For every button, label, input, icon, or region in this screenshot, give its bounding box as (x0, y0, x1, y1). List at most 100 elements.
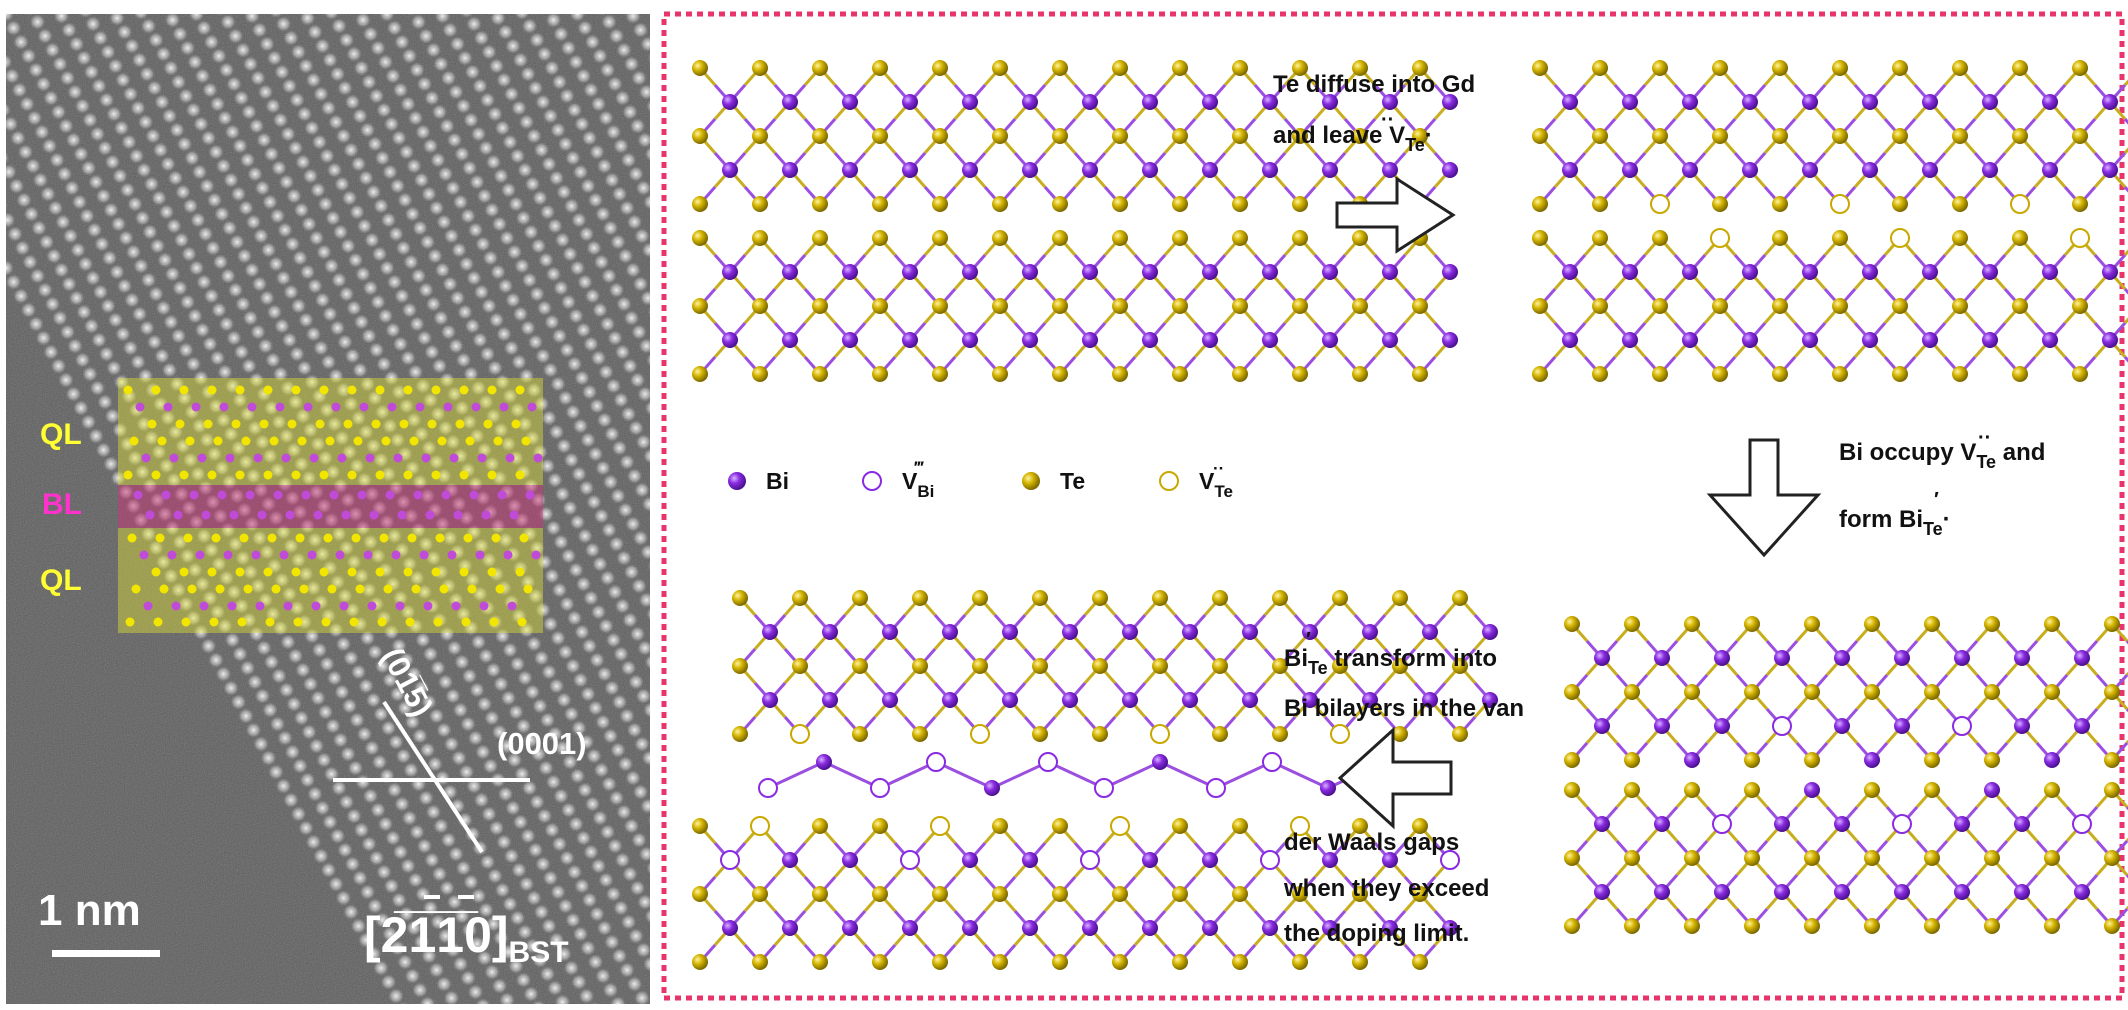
tem-te-atom (403, 470, 413, 480)
te-atom (1624, 684, 1640, 700)
tem-bi-atom (499, 402, 509, 412)
tem-te-atom (155, 533, 165, 543)
tem-te-atom (515, 567, 525, 577)
bi-atom (842, 332, 858, 348)
bi-atom (1834, 650, 1850, 666)
te-atom (1924, 684, 1940, 700)
te-vacancy (1830, 194, 1850, 214)
tem-bi-atom (503, 550, 513, 560)
bilayer-bond (1047, 760, 1105, 790)
bi-atom (1894, 884, 1910, 900)
step3-text-line2: Bi bilayers in the van (1284, 695, 1524, 722)
bi-atom (2042, 332, 2058, 348)
bi-atom (842, 920, 858, 936)
bi-atom (722, 264, 738, 280)
te-atom (932, 954, 948, 970)
te-atom (812, 366, 828, 382)
scale-bar-label: 1 nm (38, 886, 141, 935)
bi-atom (842, 162, 858, 178)
te-atom (1564, 782, 1580, 798)
tem-te-atom (237, 617, 247, 627)
bilayer-bond (879, 760, 937, 790)
bi-atom (1262, 920, 1278, 936)
te-atom (992, 886, 1008, 902)
te-atom (1924, 850, 1940, 866)
tem-te-atom (377, 617, 387, 627)
te-atom (2072, 60, 2088, 76)
bi-vacancy (900, 850, 920, 870)
te-atom (1532, 298, 1548, 314)
lattice-spot (451, 1004, 467, 1010)
tem-te-atom (151, 567, 161, 577)
tem-bi-atom (479, 601, 489, 611)
lattice-spot (24, 14, 36, 16)
te-atom (1712, 298, 1728, 314)
tem-overlay-atoms (123, 385, 543, 627)
tem-te-atom (211, 533, 221, 543)
te-atom (1172, 60, 1188, 76)
te-atom (692, 128, 708, 144)
tem-te-atom (351, 533, 361, 543)
legend-v-bi-label: VBi (902, 468, 934, 501)
bi-atom (1142, 162, 1158, 178)
bi-atom (1142, 94, 1158, 110)
te-atom (1112, 60, 1128, 76)
bi-atom (1322, 264, 1338, 280)
te-atom (932, 196, 948, 212)
bi-atom (1442, 264, 1458, 280)
bi-atom (1182, 624, 1198, 640)
tem-te-atom (299, 584, 309, 594)
tem-te-atom (127, 533, 137, 543)
bi-atom (1954, 650, 1970, 666)
tem-te-atom (265, 617, 275, 627)
te-atom (1352, 128, 1368, 144)
te-atom (812, 128, 828, 144)
te-atom (1652, 128, 1668, 144)
bi-vacancy (1038, 752, 1058, 772)
bi-atom (902, 94, 918, 110)
tem-te-atom (323, 533, 333, 543)
te-atom (752, 886, 768, 902)
tem-te-atom (511, 419, 521, 429)
tem-te-atom (209, 617, 219, 627)
tem-te-atom (431, 567, 441, 577)
tem-te-atom (291, 567, 301, 577)
bi-vacancy (758, 778, 778, 798)
bi-atom (1682, 264, 1698, 280)
te-atom (1532, 196, 1548, 212)
bi-atom (782, 94, 798, 110)
bi-atom (1682, 162, 1698, 178)
bi-atom (2074, 884, 2090, 900)
te-atom (932, 128, 948, 144)
tem-bi-atom (395, 601, 405, 611)
te-atom (932, 298, 948, 314)
te-atom (1412, 366, 1428, 382)
step1-vacancy-charge: ·· (1381, 109, 1394, 131)
te-atom (1292, 366, 1308, 382)
te-atom (2012, 60, 2028, 76)
te-atom (1832, 128, 1848, 144)
tem-te-atom (375, 470, 385, 480)
bi-atom (762, 624, 778, 640)
lattice-spot (157, 0, 173, 14)
te-atom (812, 886, 828, 902)
bi-atom (2042, 94, 2058, 110)
te-atom (1952, 60, 1968, 76)
bi-atom (1834, 884, 1850, 900)
tem-bi-atom (301, 490, 311, 500)
tem-bi-atom (227, 601, 237, 611)
bi-atom (942, 624, 958, 640)
tem-te-atom (519, 533, 529, 543)
te-atom (1172, 298, 1188, 314)
bilayer-bond (1159, 760, 1217, 790)
bi-atom (1684, 752, 1700, 768)
bi-atom (1802, 332, 1818, 348)
te-atom (1392, 726, 1408, 742)
tem-bi-atom (173, 510, 183, 520)
te-atom (1292, 954, 1308, 970)
te-atom (2104, 752, 2120, 768)
bi-atom (1984, 782, 2000, 798)
te-atom (1292, 886, 1308, 902)
tem-te-atom (353, 436, 363, 446)
